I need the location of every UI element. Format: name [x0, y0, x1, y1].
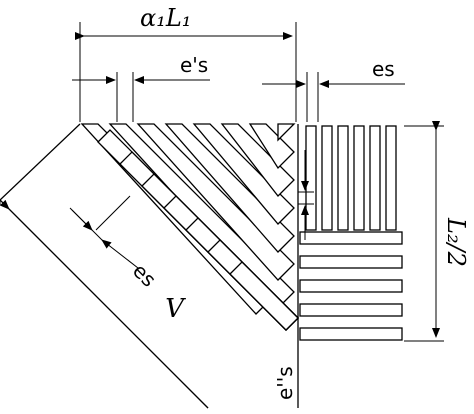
- dim-es-diag-ext-2: [95, 195, 131, 231]
- label-lambda: Λ: [165, 291, 186, 321]
- vertical-strips: [305, 125, 397, 231]
- diagonal-strip: [136, 123, 295, 281]
- label-e-double-prime-s: e''s: [273, 366, 297, 400]
- vertical-strip: [337, 125, 349, 231]
- diagonal-strip: [192, 123, 295, 225]
- dim-lambda-arrow: [0, 199, 209, 409]
- horizontal-strip: [299, 231, 403, 245]
- label-es-top: es: [372, 57, 395, 81]
- diagonal-strips: [80, 123, 299, 331]
- dim-es-diag-arrow-2: [101, 239, 139, 269]
- horizontal-strip: [299, 327, 403, 341]
- diagonal-strip: [164, 123, 295, 253]
- vertical-strip: [321, 125, 333, 231]
- label-l2-half: L₂/2: [442, 217, 470, 267]
- vertical-strip: [385, 125, 397, 231]
- diagonal-strip: [248, 123, 295, 170]
- vertical-strip: [369, 125, 381, 231]
- horizontal-strip: [299, 255, 403, 269]
- dim-es-diag-arrow-1: [71, 209, 93, 231]
- diagonal-strip: [220, 123, 295, 197]
- vertical-strip: [353, 125, 365, 231]
- label-e-prime-s: e's: [180, 53, 208, 77]
- horizontal-strips: [299, 231, 403, 341]
- label-alpha1-l1: α₁L₁: [140, 4, 191, 32]
- vertical-strip: [305, 125, 317, 231]
- diagonal-strip: [277, 123, 296, 142]
- horizontal-strip: [299, 303, 403, 317]
- horizontal-strip: [299, 279, 403, 293]
- outline-diagonal: [0, 123, 81, 201]
